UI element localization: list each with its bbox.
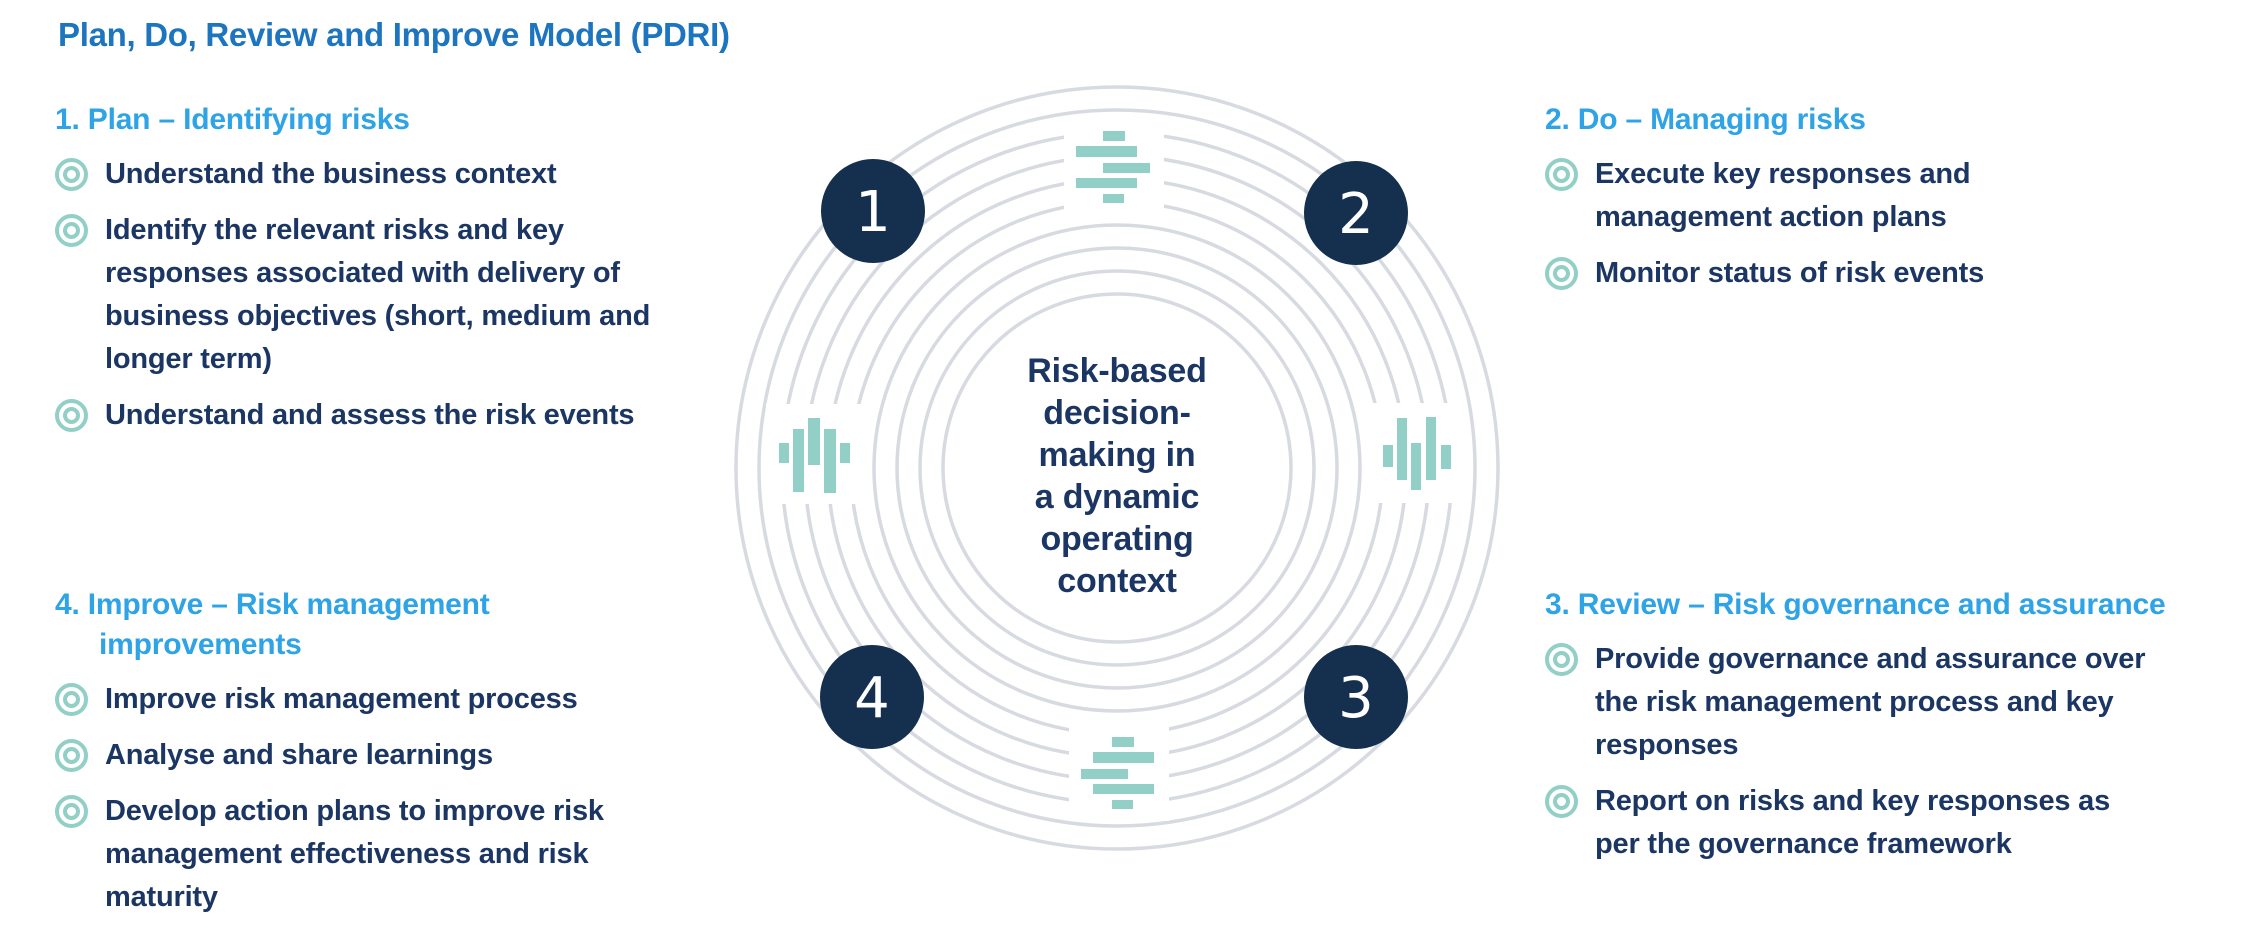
list-item: Improve risk management process [55, 678, 675, 721]
center-statement-line: a dynamic [1034, 478, 1200, 516]
section-plan: 1. Plan – Identifying risks Understand t… [55, 100, 665, 450]
list-item-text: Understand the business context [105, 158, 557, 190]
list-item: Analyse and share learnings [55, 734, 675, 777]
list-item: Identify the relevant risks and key resp… [55, 209, 665, 381]
target-bullet-inner-ring [1553, 793, 1570, 810]
target-bullet-icon [1545, 643, 1578, 676]
section-do-items: Execute key responses and management act… [1545, 153, 2205, 295]
section-improve-items: Improve risk management process Analyse … [55, 678, 675, 919]
node-1-circle [821, 159, 925, 263]
target-bullet-icon [55, 739, 88, 772]
node-3-circle [1304, 645, 1408, 749]
list-item: Understand the business context [55, 153, 665, 196]
target-bullet-inner-ring [63, 407, 80, 424]
target-bullet-inner-ring [1553, 166, 1570, 183]
target-bullet-icon [55, 683, 88, 716]
section-review: 3. Review – Risk governance and assuranc… [1545, 585, 2210, 879]
soundwave-icon-right [1371, 403, 1467, 503]
target-bullet-inner-ring [1553, 265, 1570, 282]
center-statement-line: context [1057, 562, 1177, 600]
section-do: 2. Do – Managing risks Execute key respo… [1545, 100, 2205, 308]
list-item-text: Execute key responses and management act… [1595, 158, 1971, 233]
list-item-text: Develop action plans to improve risk man… [105, 795, 604, 913]
target-bullet-icon [55, 214, 88, 247]
page-title: Plan, Do, Review and Improve Model (PDRI… [58, 16, 730, 53]
section-improve: 4. Improve – Risk management improvement… [55, 585, 675, 932]
list-item: Provide governance and assurance over th… [1545, 638, 2210, 767]
target-bullet-inner-ring [63, 691, 80, 708]
node-3-badge: 3 [1304, 645, 1408, 749]
target-bullet-icon [1545, 257, 1578, 290]
list-item-text: Analyse and share learnings [105, 739, 493, 771]
node-2-badge: 2 [1304, 161, 1408, 265]
node-4-circle [820, 645, 924, 749]
section-review-heading: 3. Review – Risk governance and assuranc… [1545, 588, 2166, 621]
list-item: Understand and assess the risk events [55, 394, 665, 437]
target-bullet-inner-ring [63, 222, 80, 239]
target-bullet-inner-ring [63, 803, 80, 820]
section-plan-heading: 1. Plan – Identifying risks [55, 103, 410, 136]
section-improve-heading: 4. Improve – Risk management improvement… [55, 588, 490, 661]
node-3-label: 3 [1338, 666, 1374, 731]
node-4-badge: 4 [820, 645, 924, 749]
target-bullet-inner-ring [63, 166, 80, 183]
section-do-heading: 2. Do – Managing risks [1545, 103, 1866, 136]
node-2-label: 2 [1338, 182, 1374, 247]
node-4-label: 4 [854, 666, 890, 731]
section-plan-items: Understand the business context Identify… [55, 153, 665, 437]
section-review-items: Provide governance and assurance over th… [1545, 638, 2210, 866]
list-item-text: Report on risks and key responses as per… [1595, 785, 2111, 860]
list-item-text: Provide governance and assurance over th… [1595, 643, 2146, 761]
pdri-cycle-diagram: 1 2 3 4 [700, 55, 1550, 885]
node-1-badge: 1 [821, 159, 925, 263]
center-statement: Risk-based decision- making in a dynamic… [937, 350, 1297, 602]
target-bullet-icon [1545, 785, 1578, 818]
list-item: Report on risks and key responses as per… [1545, 780, 2210, 866]
soundwave-icon-left [766, 404, 862, 504]
list-item: Execute key responses and management act… [1545, 153, 2205, 239]
cycle-diagram-svg: 1 2 3 4 [734, 85, 1500, 851]
target-bullet-icon [1545, 158, 1578, 191]
center-statement-line: decision- [1043, 394, 1191, 432]
list-item: Develop action plans to improve risk man… [55, 790, 675, 919]
center-statement-line: Risk-based [1027, 352, 1207, 390]
target-bullet-inner-ring [1553, 651, 1570, 668]
node-1-label: 1 [855, 180, 891, 245]
list-item: Monitor status of risk events [1545, 252, 2205, 295]
target-bullet-icon [55, 399, 88, 432]
node-2-circle [1304, 161, 1408, 265]
list-item-text: Improve risk management process [105, 683, 578, 715]
target-bullet-icon [55, 795, 88, 828]
list-item-text: Understand and assess the risk events [105, 399, 635, 431]
center-statement-line: making in [1038, 436, 1196, 474]
soundwave-icon-top [1064, 117, 1164, 215]
list-item-text: Monitor status of risk events [1595, 257, 1984, 289]
soundwave-icon-bottom [1069, 723, 1169, 821]
target-bullet-icon [55, 158, 88, 191]
list-item-text: Identify the relevant risks and key resp… [105, 214, 651, 375]
target-bullet-inner-ring [63, 747, 80, 764]
center-statement-line: operating [1040, 520, 1194, 558]
